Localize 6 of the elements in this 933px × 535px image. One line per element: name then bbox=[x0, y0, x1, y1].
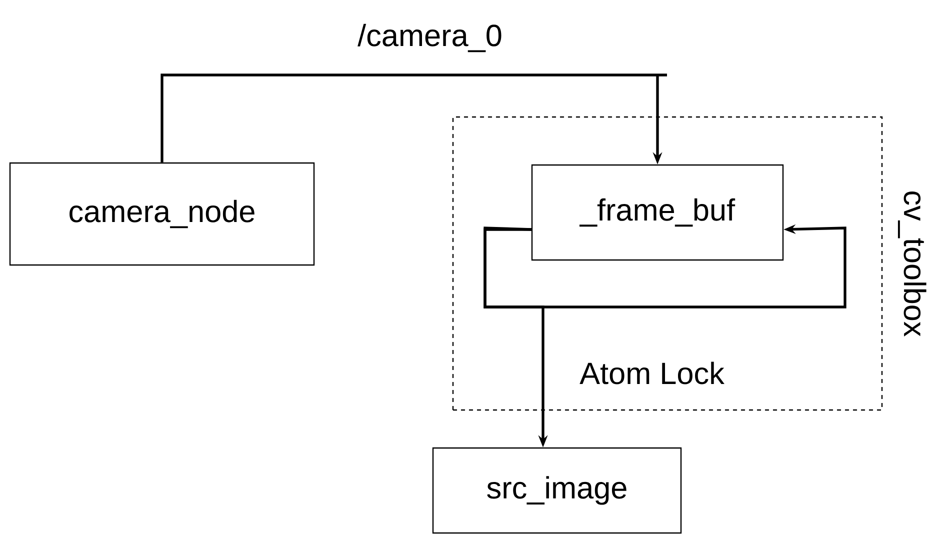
edge-label: Atom Lock bbox=[578, 360, 726, 386]
process-box: _frame_buf bbox=[531, 164, 784, 261]
process-box: src_image bbox=[432, 447, 682, 534]
node-label: cv_toolbox bbox=[898, 191, 926, 336]
edge-label: /camera_0 bbox=[356, 22, 504, 54]
process-box: camera_node bbox=[9, 162, 315, 266]
